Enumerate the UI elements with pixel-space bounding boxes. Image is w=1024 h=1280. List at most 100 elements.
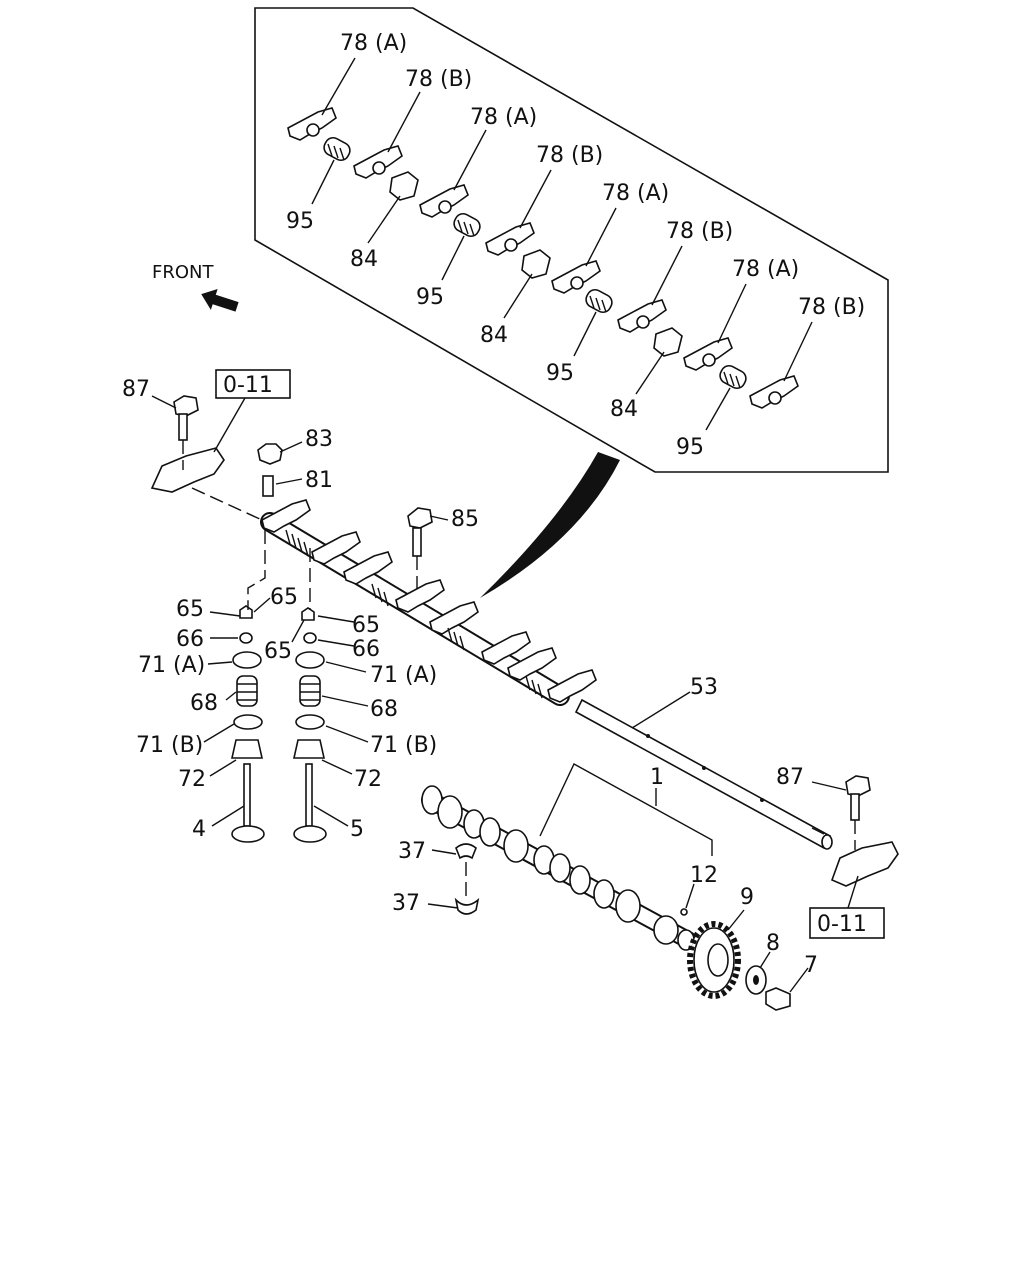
retainer-icon (295, 651, 325, 669)
label-78a-1: 78 (A) (340, 31, 407, 56)
valve-leaders (203, 597, 369, 827)
left-bracket-icon (150, 447, 225, 493)
valve-train-right (293, 607, 327, 843)
rocker-arm-8 (749, 375, 799, 409)
plug-icon (680, 908, 688, 916)
label-65-2: 65 (270, 585, 298, 610)
rocker-shaft-assembly (260, 499, 597, 706)
keeper-icon (239, 605, 253, 619)
inset-leaders (311, 57, 813, 431)
bolt-center-icon (407, 507, 433, 557)
label-66-left: 66 (176, 627, 204, 652)
label-95-3: 95 (546, 361, 574, 386)
ref-box-left-label: 0-11 (223, 373, 273, 398)
label-95-2: 95 (416, 285, 444, 310)
inset-frame (254, 7, 889, 473)
label-87-left: 87 (122, 377, 150, 402)
cam-gear-icon (687, 921, 741, 999)
label-68-right: 68 (370, 697, 398, 722)
inset-springs (323, 136, 747, 390)
label-84-2: 84 (480, 323, 508, 348)
ref-box-right[interactable]: 0-11 (809, 907, 885, 939)
bracket-icon (653, 327, 683, 357)
seat-icon (233, 714, 263, 730)
ref-box-right-label: 0-11 (817, 912, 867, 937)
label-65-4: 65 (264, 639, 292, 664)
bearing-lower-icon (454, 897, 480, 915)
valve-head-icon (293, 825, 327, 843)
label-85: 85 (451, 507, 479, 532)
ref-box-left[interactable]: 0-11 (215, 369, 291, 399)
label-72-right: 72 (354, 767, 382, 792)
label-8: 8 (766, 931, 780, 956)
inset-pointer-wedge (480, 452, 620, 598)
label-95-4: 95 (676, 435, 704, 460)
label-83: 83 (305, 427, 333, 452)
label-37-bottom: 37 (392, 891, 420, 916)
label-78a-3: 78 (A) (602, 181, 669, 206)
label-68-left: 68 (190, 691, 218, 716)
label-72-left: 72 (178, 767, 206, 792)
label-71a-left: 71 (A) (138, 653, 205, 678)
label-37-top: 37 (398, 839, 426, 864)
label-87-right: 87 (776, 765, 804, 790)
spring-icon (323, 136, 351, 162)
label-84-3: 84 (610, 397, 638, 422)
label-7: 7 (804, 953, 818, 978)
spring-icon (453, 212, 481, 238)
bracket-icon (521, 249, 551, 279)
seal-icon (303, 632, 317, 644)
label-71b-left: 71 (B) (136, 733, 203, 758)
label-1: 1 (650, 765, 664, 790)
bolt-right-icon (845, 775, 871, 821)
retainer-icon (232, 651, 262, 669)
label-78b-2: 78 (B) (536, 143, 603, 168)
label-78a-2: 78 (A) (470, 105, 537, 130)
label-4: 4 (192, 817, 206, 842)
label-81: 81 (305, 468, 333, 493)
bearing-upper-icon (455, 843, 477, 860)
bracket-icon (389, 171, 419, 201)
valve-spring-icon (236, 675, 258, 707)
label-78a-4: 78 (A) (732, 257, 799, 282)
label-71a-right: 71 (A) (370, 663, 437, 688)
rocker-shaft-53 (574, 698, 833, 850)
guide-icon (231, 739, 263, 759)
label-65-1: 65 (176, 597, 204, 622)
gear-bolt-icon (765, 987, 791, 1011)
spring-icon (585, 288, 613, 314)
rocker-arm-2 (353, 145, 403, 179)
front-arrow-icon (201, 288, 239, 312)
label-12: 12 (690, 863, 718, 888)
spring-icon (719, 364, 747, 390)
bolt-left-icon (173, 395, 199, 441)
valve-head-icon (231, 825, 265, 843)
label-65-3: 65 (352, 613, 380, 638)
label-53: 53 (690, 675, 718, 700)
seat-icon (295, 714, 325, 730)
nut-icon (257, 443, 283, 465)
valve-stem-icon (243, 763, 251, 827)
label-66-right: 66 (352, 637, 380, 662)
guide-icon (293, 739, 325, 759)
label-78b-4: 78 (B) (798, 295, 865, 320)
camshaft-icon (421, 785, 697, 951)
front-label: FRONT (152, 262, 214, 283)
adjust-screw-icon (262, 475, 274, 497)
label-5: 5 (350, 817, 364, 842)
right-bracket-icon (830, 841, 899, 887)
valve-spring-icon (299, 675, 321, 707)
seal-icon (239, 632, 253, 644)
washer-icon (745, 965, 767, 995)
label-9: 9 (740, 885, 754, 910)
label-71b-right: 71 (B) (370, 733, 437, 758)
valve-train-left (231, 605, 265, 843)
valve-stem-icon (305, 763, 313, 827)
rocker-arm-1 (287, 107, 337, 141)
inset-brackets (389, 171, 683, 357)
keeper-icon (301, 607, 315, 621)
label-95-1: 95 (286, 209, 314, 234)
label-78b-1: 78 (B) (405, 67, 472, 92)
